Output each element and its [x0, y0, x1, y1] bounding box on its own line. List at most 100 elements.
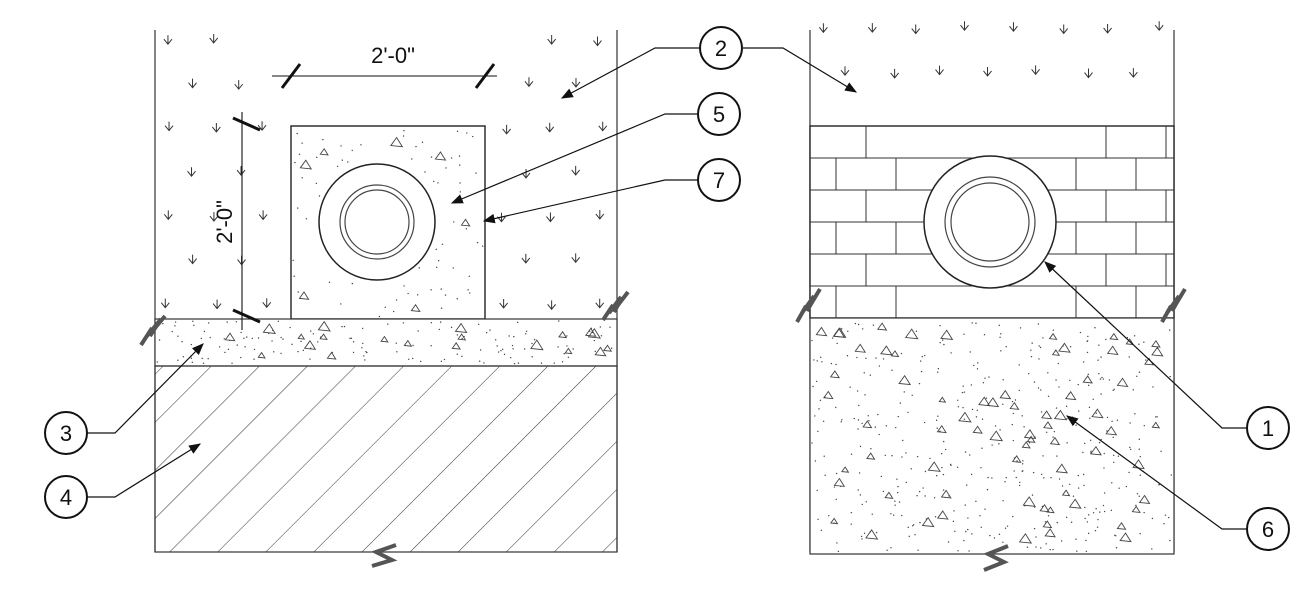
aggregate-dot	[985, 397, 988, 399]
aggregate-dot	[1133, 335, 1136, 337]
aggregate-stone	[457, 333, 467, 341]
aggregate-dot	[1069, 379, 1071, 381]
aggregate-dot	[1110, 509, 1113, 512]
aggregate-dot	[857, 428, 859, 430]
aggregate-dot	[953, 510, 955, 512]
aggregate-dot	[814, 460, 817, 462]
soil-symbol	[593, 36, 602, 47]
aggregate-stone	[890, 350, 900, 358]
aggregate-dot	[1139, 533, 1141, 535]
aggregate-dot	[497, 351, 500, 353]
aggregate-dot	[1125, 485, 1128, 488]
aggregate-dot	[384, 306, 386, 309]
aggregate-dot	[1129, 448, 1132, 451]
aggregate-dot	[1077, 474, 1080, 477]
pipe-wall-right	[944, 176, 1036, 268]
aggregate-dot	[417, 330, 419, 332]
aggregate-dot	[875, 357, 877, 359]
aggregate-stone	[299, 159, 313, 170]
aggregate-dot	[987, 476, 989, 479]
aggregate-dot	[272, 351, 275, 353]
aggregate-dot	[901, 514, 903, 517]
aggregate-dot	[1112, 436, 1114, 439]
aggregate-dot	[403, 130, 405, 132]
aggregate-dot	[882, 358, 885, 360]
aggregate-dot	[271, 340, 273, 342]
soil-symbol	[521, 253, 531, 264]
aggregate-dot	[496, 345, 498, 347]
aggregate-dot	[952, 520, 955, 523]
aggregate-dot	[1061, 485, 1064, 487]
aggregate-dot	[920, 370, 923, 373]
aggregate-dot	[864, 394, 866, 396]
aggregate-stone	[830, 517, 839, 525]
aggregate-dot	[1098, 441, 1101, 444]
aggregate-dot	[1018, 364, 1020, 366]
aggregate-dot	[1098, 372, 1100, 375]
aggregate-dot	[468, 275, 471, 278]
aggregate-dot	[1126, 336, 1129, 339]
aggregate-stone	[958, 411, 972, 423]
dimension-height: 2'-0"	[212, 112, 261, 330]
aggregate-dot	[350, 337, 352, 339]
soil-symbol	[1128, 68, 1138, 78]
pipe-outer-right	[923, 155, 1057, 289]
aggregate-dot	[1012, 412, 1015, 415]
aggregate-stone	[317, 320, 331, 332]
aggregate-dot	[1087, 514, 1090, 516]
aggregate-dot	[1095, 508, 1097, 510]
soil-symbol	[236, 166, 246, 176]
aggregate-dot	[435, 248, 437, 251]
aggregate-dot	[831, 337, 834, 339]
aggregate-dot	[835, 406, 837, 409]
aggregate-dot	[939, 324, 941, 327]
aggregate-dot	[1066, 442, 1068, 444]
soil-symbol	[258, 210, 268, 221]
aggregate-dot	[1169, 375, 1171, 378]
aggregate-stone	[1055, 463, 1069, 474]
aggregate-dot	[813, 359, 815, 361]
aggregate-dot	[934, 516, 937, 518]
aggregate-dot	[310, 330, 312, 332]
aggregate-stone	[940, 489, 952, 499]
aggregate-dot	[1015, 476, 1017, 479]
aggregate-dot	[901, 456, 903, 458]
aggregate-dot	[824, 474, 826, 476]
aggregate-dot	[853, 417, 855, 420]
aggregate-dot	[1108, 379, 1111, 381]
aggregate-stone	[1058, 342, 1071, 353]
aggregate-dot	[600, 335, 603, 337]
soil-symbol	[1031, 65, 1040, 76]
aggregate-dot	[1075, 424, 1077, 426]
aggregate-dot	[467, 289, 469, 291]
aggregate-dot	[1019, 327, 1022, 329]
aggregate-dot	[513, 362, 516, 365]
aggregate-stone	[326, 351, 337, 360]
aggregate-dot	[988, 376, 990, 378]
aggregate-dot	[352, 341, 355, 343]
aggregate-dot	[918, 382, 921, 385]
aggregate-dot	[361, 327, 364, 330]
aggregate-dot	[956, 466, 959, 468]
aggregate-dot	[1032, 471, 1035, 474]
aggregate-dot	[174, 325, 176, 327]
aggregate-dot	[347, 161, 349, 163]
aggregate-stone	[815, 326, 828, 337]
aggregate-dot	[859, 445, 862, 448]
soil-symbol	[983, 66, 992, 77]
aggregate-dot	[412, 344, 414, 347]
aggregate-dot	[816, 489, 818, 492]
aggregate-dot	[963, 418, 966, 420]
aggregate-stone	[989, 430, 1004, 442]
soil-symbol	[595, 209, 605, 220]
aggregate-dot	[315, 182, 318, 185]
aggregate-stone	[1051, 349, 1061, 356]
aggregate-dot	[1118, 487, 1120, 489]
aggregate-dot	[456, 353, 458, 355]
aggregate-stone	[927, 461, 941, 472]
aggregate-dot	[1044, 521, 1047, 523]
aggregate-dot	[191, 361, 194, 364]
aggregate-stone	[403, 339, 413, 347]
aggregate-dot	[1114, 534, 1116, 536]
aggregate-dot	[181, 340, 183, 343]
